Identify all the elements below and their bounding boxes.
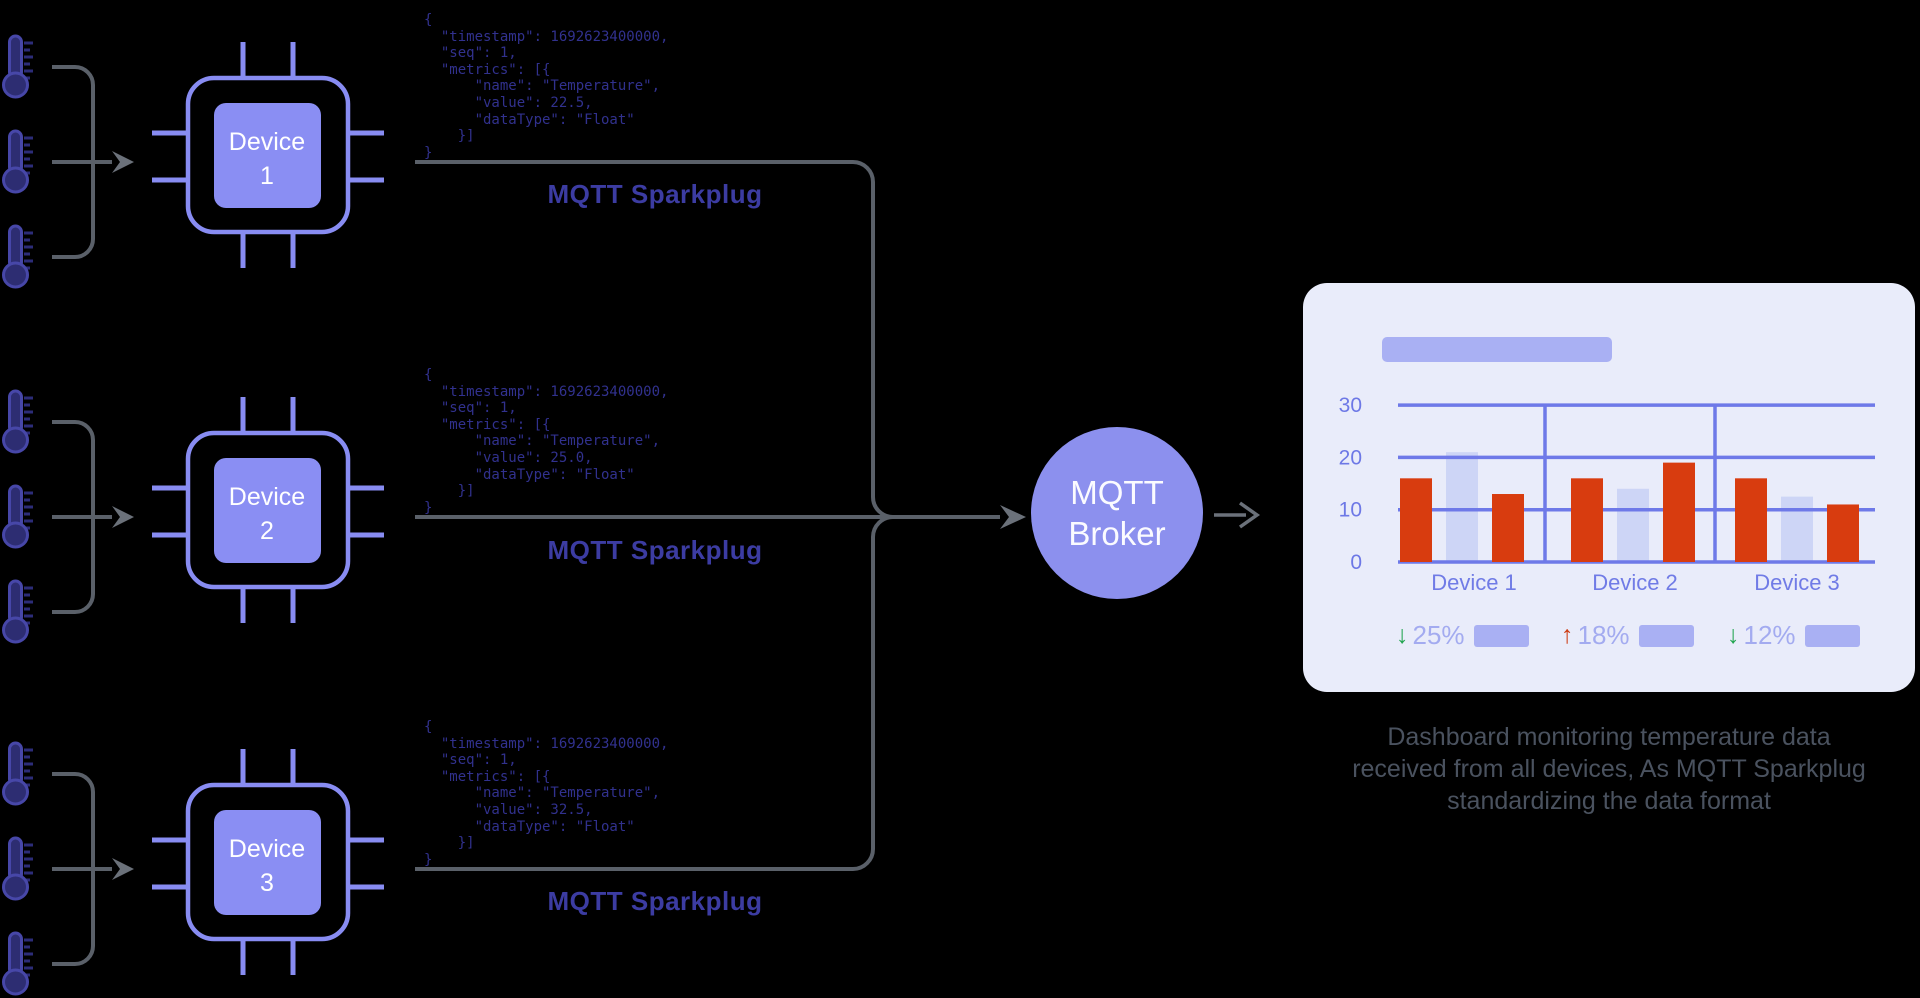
payload-device-3: { "timestamp": 1692623400000, "seq": 1, … <box>424 719 669 868</box>
sensor-group-3: Device 3 <box>2 741 384 996</box>
chip-icon-device-3: Device 3 <box>152 749 384 975</box>
bar-device-1-reading-b <box>1446 452 1478 562</box>
caption-line3: standardizing the data format <box>1447 787 1771 815</box>
bar-device-3-reading-c <box>1827 504 1859 562</box>
arrowhead-into-broker-icon <box>1000 505 1026 529</box>
chip-label-line2: 1 <box>260 162 274 190</box>
x-category-label: Device 1 <box>1431 570 1517 595</box>
chip-icon-device-1: Device 1 <box>152 42 384 268</box>
chart-group-dividers <box>1543 405 1717 562</box>
dashboard-title-placeholder-bar <box>1382 337 1612 362</box>
x-category-label: Device 2 <box>1592 570 1678 595</box>
dashboard-caption: Dashboard monitoring temperature data re… <box>1303 721 1915 817</box>
chip-pins <box>152 42 384 268</box>
stat-device-3: ↓ 12% <box>1727 620 1860 651</box>
chip-label-line2: 2 <box>260 517 274 545</box>
device-output-connectors <box>415 160 1000 871</box>
bar-device-2-reading-c <box>1663 462 1695 562</box>
broker-label-line2: Broker <box>1068 515 1166 552</box>
chip-pins <box>152 397 384 623</box>
protocol-label-2: MQTT Sparkplug <box>547 535 763 565</box>
chip-label-line1: Device <box>229 835 305 863</box>
sensor-merge-bracket <box>52 772 112 966</box>
chip-pins <box>152 749 384 975</box>
broker-label-line1: MQTT <box>1070 474 1164 511</box>
chart-bars-back-layer <box>1446 452 1813 562</box>
caption-line1: Dashboard monitoring temperature data <box>1387 723 1831 751</box>
stat-bar-placeholder <box>1638 624 1694 647</box>
bar-device-1-reading-c <box>1492 494 1524 562</box>
payload-device-1: { "timestamp": 1692623400000, "seq": 1, … <box>424 12 669 161</box>
y-tick-label: 0 <box>1350 551 1362 574</box>
x-category-label: Device 3 <box>1754 570 1840 595</box>
thermometer-icon <box>2 34 33 99</box>
thermometer-icon <box>2 931 33 996</box>
bar-device-1-reading-a <box>1400 478 1432 562</box>
stat-value: 18% <box>1577 620 1630 650</box>
y-tick-label: 30 <box>1339 394 1362 417</box>
chart-bars-front-layer <box>1400 462 1859 562</box>
payload-device-2: { "timestamp": 1692623400000, "seq": 1, … <box>424 367 669 516</box>
broker-to-dashboard-arrow-icon <box>1214 501 1261 529</box>
bar-device-3-reading-b <box>1781 496 1813 562</box>
stat-value: 25% <box>1412 620 1465 650</box>
bar-device-3-reading-a <box>1735 478 1767 562</box>
arrowhead-into-chip-icon <box>112 506 134 528</box>
stat-bar-placeholder <box>1804 624 1860 647</box>
thermometer-icon <box>2 836 33 901</box>
sensor-group-1: Device 1 <box>2 34 384 289</box>
stat-device-2: ↑ 18% <box>1561 620 1694 651</box>
arrowhead-into-chip-icon <box>112 858 134 880</box>
thermometer-icon <box>2 484 33 549</box>
mqtt-broker-node: MQTT Broker <box>1031 427 1203 599</box>
stat-bar-placeholder <box>1473 624 1529 647</box>
sensor-merge-bracket <box>52 420 112 614</box>
y-tick-label: 10 <box>1339 499 1362 522</box>
thermometer-icon <box>2 224 33 289</box>
arrow-up-icon: ↑ <box>1561 621 1574 649</box>
thermometer-icon <box>2 389 33 454</box>
chip-label-line2: 3 <box>260 869 274 897</box>
y-tick-label: 20 <box>1339 446 1362 469</box>
protocol-label-1: MQTT Sparkplug <box>547 179 763 209</box>
caption-line2: received from all devices, As MQTT Spark… <box>1352 755 1866 783</box>
chip-label-line1: Device <box>229 483 305 511</box>
thermometer-icon <box>2 129 33 194</box>
chip-icon-device-2: Device 2 <box>152 397 384 623</box>
chip-label-line1: Device <box>229 128 305 156</box>
bar-device-2-reading-a <box>1571 478 1603 562</box>
thermometer-icon <box>2 741 33 806</box>
stat-value: 12% <box>1743 620 1796 650</box>
sensor-merge-bracket <box>52 65 112 259</box>
arrow-down-icon: ↓ <box>1396 621 1409 649</box>
bar-device-2-reading-b <box>1617 488 1649 562</box>
arrowhead-into-chip-icon <box>112 151 134 173</box>
protocol-label-3: MQTT Sparkplug <box>547 886 763 916</box>
thermometer-icon <box>2 579 33 644</box>
stat-device-1: ↓ 25% <box>1396 620 1529 651</box>
arrow-down-icon: ↓ <box>1727 621 1740 649</box>
sensor-group-2: Device 2 <box>2 389 384 644</box>
